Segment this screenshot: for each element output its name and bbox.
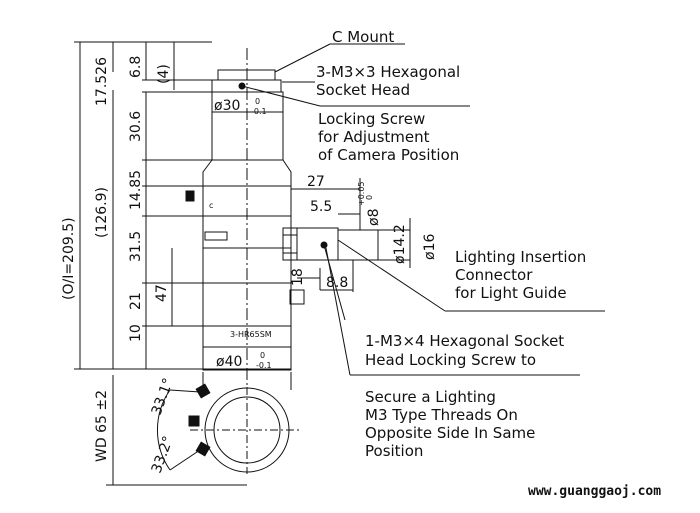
lighting-label-2: Connector — [455, 266, 533, 284]
dim-21: 21 — [128, 292, 144, 310]
dim-30-tol-up: 0 — [255, 97, 260, 106]
dim-4: (4) — [156, 64, 172, 84]
c-mount-label: C Mount — [332, 28, 394, 46]
locking-label-1: Locking Screw — [318, 110, 425, 128]
secure-label-4: Position — [365, 442, 423, 460]
secure-label-1: Secure a Lighting — [365, 388, 496, 406]
angle-331: 33.1° — [149, 376, 177, 417]
dim-30: ø30 — [214, 98, 240, 114]
dim-oi: (O/I=209.5) — [61, 217, 77, 300]
dim-315: 31.5 — [128, 231, 144, 262]
secure-label-2: M3 Type Threads On — [365, 406, 518, 424]
watermark: www.guanggaoj.com — [528, 484, 661, 499]
dim-18: 18 — [290, 268, 306, 286]
dim-68: 6.8 — [128, 56, 144, 78]
dim-88: 8.8 — [326, 275, 348, 291]
angle-332: 33.2° — [149, 434, 177, 475]
dim-8-tol-up: +0.05 — [357, 181, 366, 206]
m3x4-label-2: Head Locking Screw to — [365, 351, 536, 369]
dim-wd: WD 65 ±2 — [94, 390, 110, 462]
dim-30-tol-lo: -0.1 — [251, 107, 267, 116]
dim-1485: 14.85 — [128, 170, 144, 210]
model-label: 3-HR65SM — [230, 330, 272, 339]
dim-55: 5.5 — [310, 199, 332, 215]
side-screw-icon — [185, 190, 195, 202]
dim-8-tol-lo: 0 — [365, 195, 374, 200]
locking-label-2: for Adjustment — [318, 128, 430, 146]
dim-142: ø14.2 — [392, 224, 408, 264]
dim-27: 27 — [307, 174, 325, 190]
dim-40: ø40 — [216, 354, 242, 370]
hex-head-label-2: Socket Head — [316, 81, 410, 99]
hex-head-label-1: 3-M3×3 Hexagonal — [316, 63, 460, 81]
lighting-label-3: for Light Guide — [455, 284, 567, 302]
dim-40-tol-up: 0 — [260, 351, 265, 360]
dim-17526: 17.526 — [94, 57, 110, 106]
dim-8: ø8 — [366, 209, 382, 226]
secure-label-3: Opposite Side In Same — [365, 424, 535, 442]
c-mark: c — [209, 201, 213, 210]
dim-10: 10 — [128, 324, 144, 342]
m3x4-label-1: 1-M3×4 Hexagonal Socket — [365, 332, 564, 350]
dim-47: 47 — [154, 284, 170, 302]
dim-306: 30.6 — [128, 111, 144, 142]
locking-label-3: of Camera Position — [318, 146, 459, 164]
dim-1269: (126.9) — [94, 187, 110, 238]
lighting-label-1: Lighting Insertion — [455, 248, 586, 266]
taper — [202, 159, 292, 371]
slot — [204, 231, 228, 241]
dim-40-tol-lo: -0.1 — [256, 361, 272, 370]
dim-16: ø16 — [422, 234, 438, 260]
